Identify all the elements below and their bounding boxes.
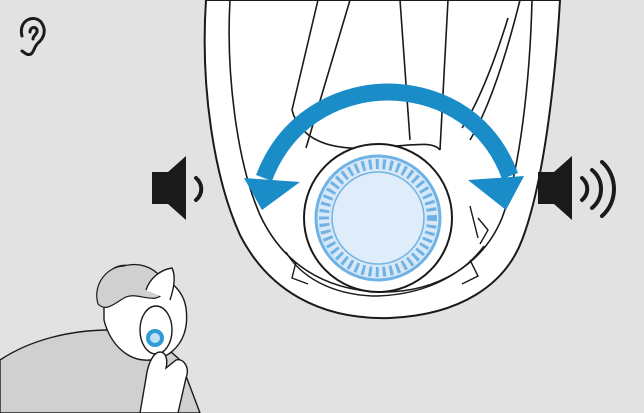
headphone-band bbox=[145, 267, 175, 301]
person-hand bbox=[139, 351, 188, 413]
double-headed-curved-arrow-icon bbox=[244, 83, 524, 210]
person-with-headphones bbox=[0, 263, 201, 413]
volume-dial[interactable] bbox=[303, 143, 453, 293]
earcup-bottom-ridges bbox=[285, 205, 489, 297]
speaker-high-volume-icon bbox=[538, 156, 616, 220]
speaker-low-volume-icon bbox=[152, 156, 204, 220]
ear-icon bbox=[19, 17, 46, 57]
